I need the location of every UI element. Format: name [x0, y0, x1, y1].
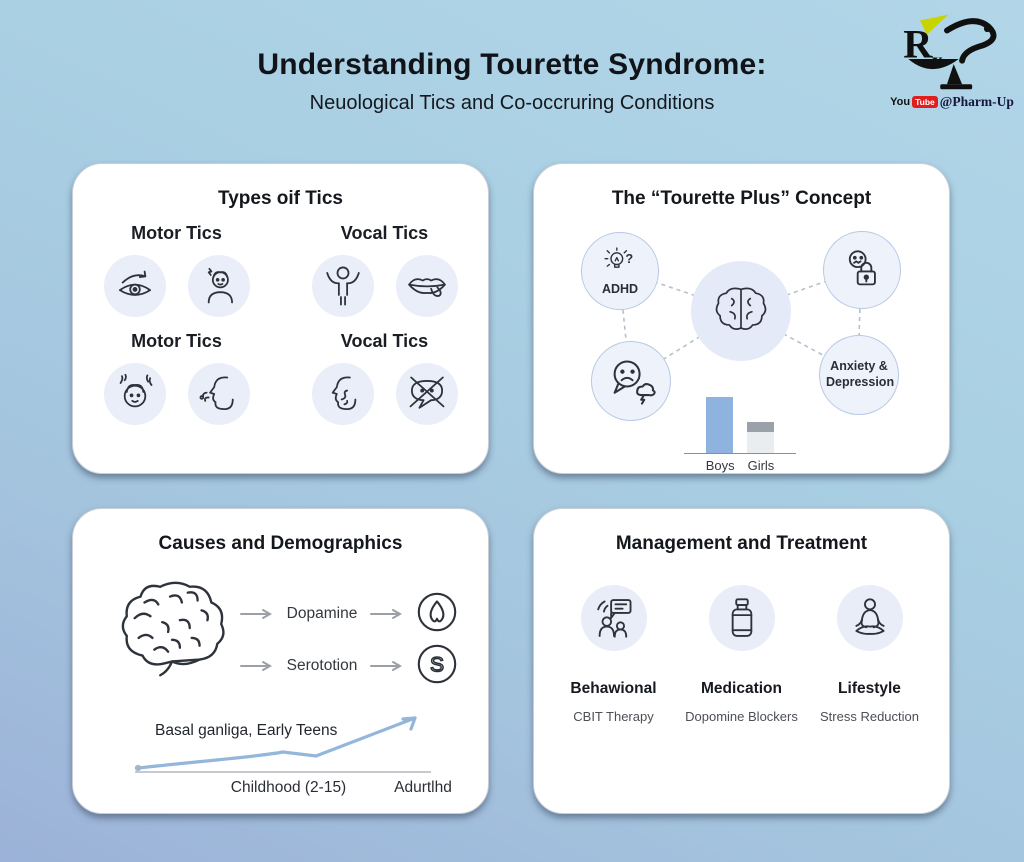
youtube-badge-icon: Tube [912, 96, 938, 108]
brain-node [691, 261, 791, 361]
dopamine-label: Dopamine [286, 605, 358, 622]
vocal-tics-group-1: Vocal Tics [290, 223, 480, 317]
youtube-you-label: You [890, 96, 911, 108]
page-subtitle: Neuological Tics and Co-occruring Condit… [309, 92, 715, 114]
therapy-icon [580, 585, 647, 651]
meditation-icon [836, 585, 903, 651]
treatment-sublabel: Stress Reduction [820, 709, 919, 724]
panel-causes-demographics: Causes and Demographics Dopamine Serotot… [72, 508, 489, 814]
dopamine-symbol-icon [414, 589, 460, 640]
sad-bubble-storm-icon [613, 360, 656, 405]
medication-bottle-icon [708, 585, 775, 651]
motor-tics-label: Motor Tics [131, 331, 222, 351]
mood-node [591, 341, 671, 421]
x-label-childhood: Childhood (2-15) [230, 779, 347, 796]
adhd-label: ADHD [601, 281, 639, 296]
onset-annotation: Basal ganliga, Early Teens [155, 722, 338, 739]
medication-column: Medication Dopomine Blockers [678, 585, 806, 724]
panel-title: Types oif Tics [218, 188, 343, 209]
vocal-tics-group-2: Vocal Tics [290, 331, 480, 425]
vocal-tics-label: Vocal Tics [340, 331, 429, 351]
rx-pharmacy-logo-icon: R x [903, 14, 997, 90]
treatment-label: Medication [701, 680, 782, 697]
sniffing-icon [187, 363, 250, 425]
pharmup-logo: R x You Tube @Pharm-Up [886, 12, 1018, 116]
worried-face-lock-icon [848, 250, 876, 286]
sex-ratio-bar-chart: Boys Girls [684, 395, 796, 473]
lifestyle-column: Lifestyle Stress Reduction [806, 585, 934, 724]
question-mark: ? [625, 250, 633, 265]
tongue-out-icon [395, 255, 458, 317]
treatment-sublabel: Dopomine Blockers [685, 709, 798, 724]
svg-text:R: R [903, 21, 933, 66]
eye-blink-icon [103, 255, 166, 317]
arrow-icon [370, 609, 403, 619]
arrow-icon [240, 661, 273, 671]
serotonin-row: Serototion S [239, 643, 460, 689]
motor-tics-group-1: Motor Tics [82, 223, 272, 317]
boys-bar [706, 397, 733, 453]
ocd-node [823, 231, 901, 309]
onset-trend-chart [134, 716, 431, 773]
x-label-adulthood: Adurtlhd [394, 779, 452, 796]
anxiety-depression-label: Anxiety & Depression [826, 359, 895, 389]
anxiety-depression-node: Anxiety & Depression [819, 335, 899, 415]
behavioral-column: Behawional CBIT Therapy [550, 585, 678, 724]
serotonin-label: Serototion [286, 657, 358, 674]
girls-label: Girls [747, 458, 775, 473]
treatment-label: Behawional [570, 680, 657, 697]
motor-tics-label: Motor Tics [131, 223, 222, 243]
page-title: Understanding Tourette Syndrome: [257, 48, 767, 81]
treatment-sublabel: CBIT Therapy [573, 709, 654, 724]
panel-management-treatment: Management and Treatment Behawional CBIT… [533, 508, 950, 814]
brain-large-icon [121, 581, 225, 677]
arms-raised-icon [311, 255, 374, 317]
arrow-icon [370, 661, 403, 671]
brain-icon [715, 287, 767, 330]
panel-tourette-plus: The “Tourette Plus” Concept [533, 163, 950, 474]
treatment-label: Lifestyle [838, 680, 901, 697]
head-shake-icon [103, 363, 166, 425]
panel-types-of-tics: Types oif Tics Motor Tics [72, 163, 489, 474]
girls-bar [747, 422, 774, 453]
serotonin-symbol-icon: S [414, 641, 460, 692]
no-speech-icon [395, 363, 458, 425]
adhd-node: ? ADHD [581, 232, 659, 310]
panel-title: The “Tourette Plus” Concept [611, 188, 872, 209]
lightbulb-question-icon: ? [604, 246, 633, 268]
motor-tics-group-2: Motor Tics [82, 331, 272, 425]
panel-title: Causes and Demographics [158, 533, 403, 554]
channel-handle: @Pharm-Up [939, 94, 1014, 109]
throat-sound-icon [311, 363, 374, 425]
head-jerk-icon [187, 255, 250, 317]
boys-label: Boys [705, 458, 735, 473]
dopamine-row: Dopamine [239, 591, 460, 637]
s-glyph: S [430, 653, 444, 676]
arrow-icon [240, 609, 273, 619]
vocal-tics-label: Vocal Tics [340, 223, 429, 243]
panel-title: Management and Treatment [615, 533, 868, 554]
